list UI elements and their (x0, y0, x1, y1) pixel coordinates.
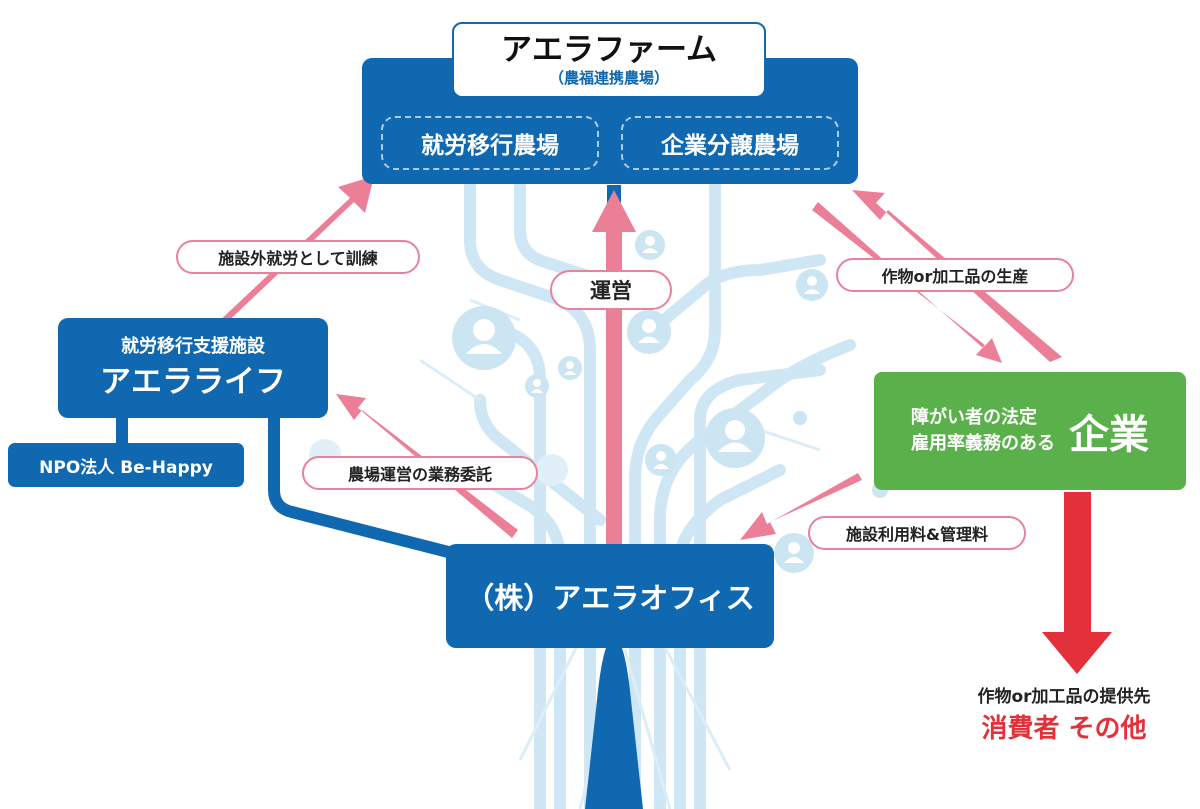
sub-farm-company-label: 企業分譲農場 (661, 133, 799, 159)
npo-box: NPO法人 Be-Happy (8, 443, 244, 487)
label-training: 施設外就労として訓練 (176, 240, 420, 274)
company-line2: 雇用率義務のある (911, 433, 1055, 454)
aera-life-line1: 就労移行支援施設 (121, 336, 265, 357)
company-big: 企業 (1069, 412, 1149, 458)
aera-life-box: 就労移行支援施設 アエラライフ (58, 318, 328, 418)
npo-label: NPO法人 Be-Happy (39, 457, 213, 478)
destination-line1: 作物or加工品の提供先 (977, 687, 1151, 707)
aera-life-line2: アエラライフ (100, 364, 286, 400)
red-arrow (1042, 492, 1112, 674)
sub-farm-company: 企業分譲農場 (621, 116, 839, 170)
aera-office-label: （株）アエラオフィス (465, 581, 755, 615)
farm-subtitle: （農福連携農場） (548, 69, 669, 87)
label-production: 作物or加工品の生産 (836, 258, 1074, 292)
sub-farm-transition: 就労移行農場 (381, 116, 599, 170)
label-entrust: 農場運営の業務委託 (302, 456, 538, 490)
farm-title-box: アエラファーム （農福連携農場） (452, 22, 766, 98)
company-box: 障がい者の法定 雇用率義務のある 企業 (874, 372, 1186, 490)
label-operation: 運営 (550, 270, 672, 310)
sub-farm-transition-label: 就労移行農場 (421, 133, 559, 159)
company-line1: 障がい者の法定 (911, 407, 1037, 428)
destination-line2: 消費者 その他 (981, 714, 1147, 744)
aera-office-box: （株）アエラオフィス (446, 544, 774, 648)
label-fees: 施設利用料&管理料 (808, 516, 1026, 550)
person-nodes (309, 230, 888, 573)
farm-title: アエラファーム (500, 32, 718, 68)
